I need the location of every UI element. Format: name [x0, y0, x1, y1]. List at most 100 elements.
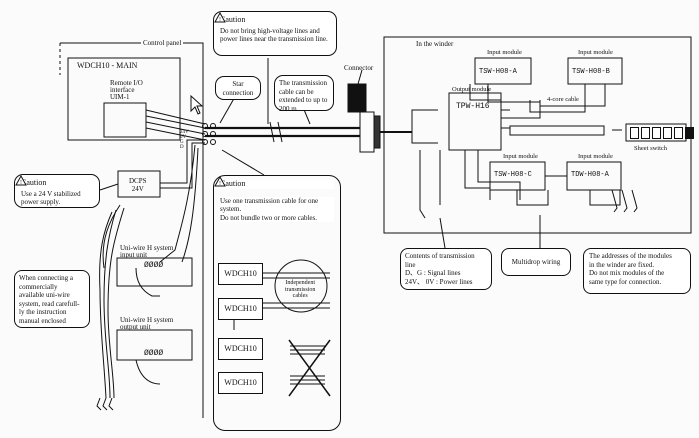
star-connection-callout: Star connection — [215, 76, 261, 100]
terminal-d: D — [180, 145, 184, 150]
uniwire-note-line-4: system, read carefull- — [19, 299, 80, 308]
address-note-line-2: in the winder are fixed. — [589, 260, 655, 269]
caution-cable-line-2: system. — [220, 205, 242, 213]
input-module-label-a: Input module — [487, 49, 522, 56]
wdch-box-2: WDCH10 — [218, 298, 263, 320]
address-note-line-4: same type for connection. — [589, 277, 662, 286]
sheet-switch-key — [674, 127, 683, 139]
transmission-length-line-3: extended to up to — [279, 96, 328, 104]
svg-text:!: ! — [20, 180, 22, 186]
wdch-box-3: WDCH10 — [218, 338, 263, 360]
output-module-label: Output module — [452, 86, 492, 93]
transmission-length-line-2: cable can be — [279, 87, 314, 96]
four-core-cable-label: 4-core cable — [547, 96, 579, 103]
output-module-name: TPW-H16 — [456, 102, 490, 111]
independent-cables-label: Independent transmission cables — [285, 280, 315, 300]
uniwire-input-line-1: Uni-wire H system — [120, 244, 174, 252]
sheet-switch-key — [663, 127, 672, 139]
caution-highvoltage-line-1: Do not bring high-voltage lines and — [220, 26, 320, 35]
multidrop-label: Multidrop wiring — [511, 258, 561, 266]
uniwire-output-label: Uni-wire H system output unit — [120, 317, 173, 331]
address-note-line-3: Do not mix modules of the — [589, 269, 665, 277]
sheet-switch-key — [652, 127, 661, 139]
contents-line-2: line — [405, 260, 416, 269]
address-note-line-1: The addresses of the modules — [589, 252, 672, 260]
transmission-length-line-4: 200 m. — [279, 104, 299, 113]
terminal-labels: 24V 0V G D — [180, 130, 189, 150]
uniwire-note-line-2: commercially — [19, 282, 58, 291]
winder-title: In the winder — [416, 40, 454, 48]
remote-io-line-2: interface — [110, 86, 135, 94]
mouse-pointer-icon — [190, 94, 204, 115]
svg-text:!: ! — [219, 181, 221, 187]
remote-io-label: Remote I/O interface UIM-1 — [110, 80, 143, 101]
independent-cables-line-2: transmission — [285, 286, 316, 293]
sheet-switch-key — [685, 127, 694, 139]
independent-cables-line-1: Independent — [285, 280, 315, 286]
independent-cables-line-3: cables — [292, 293, 308, 299]
transmission-length-line-1: The transmission — [279, 79, 328, 87]
caution-cable-line-1: Use one transmission cable for one — [220, 196, 319, 205]
control-panel-frame — [60, 42, 204, 418]
contents-line-1: Contents of transmission — [405, 252, 475, 260]
main-unit-label: WDCH10 - MAIN — [77, 61, 138, 70]
sheet-switch-key — [641, 127, 650, 139]
connector-label: Connector — [344, 64, 374, 72]
terminal-0v: 0V — [180, 135, 187, 140]
caution-dcps-line-1: Use a 24 V stabilized — [21, 189, 81, 198]
input-module-a: TSW-H08-A — [479, 68, 517, 76]
svg-text:!: ! — [219, 17, 221, 23]
remote-io-line-1: Remote I/O — [110, 79, 143, 87]
caution-heading: Caution — [21, 178, 47, 187]
uniwire-input-terminals: ØØØØ — [144, 261, 164, 270]
input-module-b: TSW-H08-B — [572, 68, 610, 76]
caution-highvoltage-callout: !Caution Do not bring high-voltage lines… — [213, 11, 337, 56]
uniwire-note-line-1: When connecting a — [19, 274, 74, 282]
contents-line-3: D、G : Signal lines — [405, 269, 461, 277]
star-connection-line-1: Star — [232, 80, 244, 88]
caution-highvoltage-line-2: power lines near the transmission line. — [220, 35, 328, 43]
warning-triangle-icon: ! — [15, 175, 27, 186]
sheet-switch-key — [630, 127, 639, 139]
input-module-c: TSW-H08-C — [494, 171, 532, 179]
caution-cable-line-3: Do not bundle two or more cables. — [220, 213, 318, 222]
remote-io-line-3: UIM-1 — [110, 93, 130, 101]
uniwire-output-line-1: Uni-wire H system — [120, 316, 174, 324]
caution-heading: Caution — [220, 179, 246, 188]
control-panel-title: Control panel — [141, 39, 184, 47]
transmission-length-callout: The transmission cable can be extended t… — [274, 75, 334, 113]
sheet-switch-keys — [630, 127, 694, 139]
warning-triangle-icon: ! — [214, 176, 226, 187]
wdch-box-1: WDCH10 — [218, 263, 263, 285]
contents-line-4: 24V、 0V : Power lines — [405, 277, 473, 286]
input-module-label-b: Input module — [578, 49, 613, 56]
contents-callout: Contents of transmission line D、G : Sign… — [400, 248, 492, 290]
uniwire-note-line-5: ly the instruction — [19, 308, 67, 316]
caution-dcps-line-2: power supply. — [21, 198, 61, 206]
caution-cable-callout: !Caution Use one transmission cable for … — [213, 175, 341, 431]
address-note-callout: The addresses of the modules in the wind… — [583, 248, 691, 294]
uniwire-note-callout: When connecting a commercially available… — [14, 270, 90, 328]
dcps-line-1: DCPS — [129, 177, 147, 185]
uniwire-input-label: Uni-wire H system input unit — [120, 245, 173, 259]
multidrop-callout: Multidrop wiring — [501, 248, 571, 276]
caution-heading: Caution — [220, 15, 246, 24]
star-connection-line-2: connection — [222, 88, 254, 97]
uniwire-note-line-6: manual enclosed — [19, 316, 66, 325]
input-module-label-c: Input module — [503, 153, 538, 160]
wdch-box-4: WDCH10 — [218, 372, 263, 394]
uniwire-input-line-2: input unit — [120, 251, 148, 259]
uniwire-note-line-3: available uni-wire — [19, 291, 70, 299]
dcps-line-2: 24V — [131, 185, 144, 193]
uniwire-output-line-2: output unit — [120, 323, 151, 331]
uniwire-output-terminals: ØØØØ — [144, 349, 164, 358]
terminal-g: G — [180, 140, 184, 145]
input-module-d: TDW-H08-A — [571, 171, 609, 179]
warning-triangle-icon: ! — [214, 12, 226, 23]
dcps-label: DCPS 24V — [129, 177, 147, 193]
terminal-24v: 24V — [180, 130, 189, 135]
input-module-label-d: Input module — [578, 153, 613, 160]
caution-dcps-callout: !Caution Use a 24 V stabilized power sup… — [14, 174, 100, 208]
sheet-switch-label: Sheet switch — [634, 145, 668, 152]
